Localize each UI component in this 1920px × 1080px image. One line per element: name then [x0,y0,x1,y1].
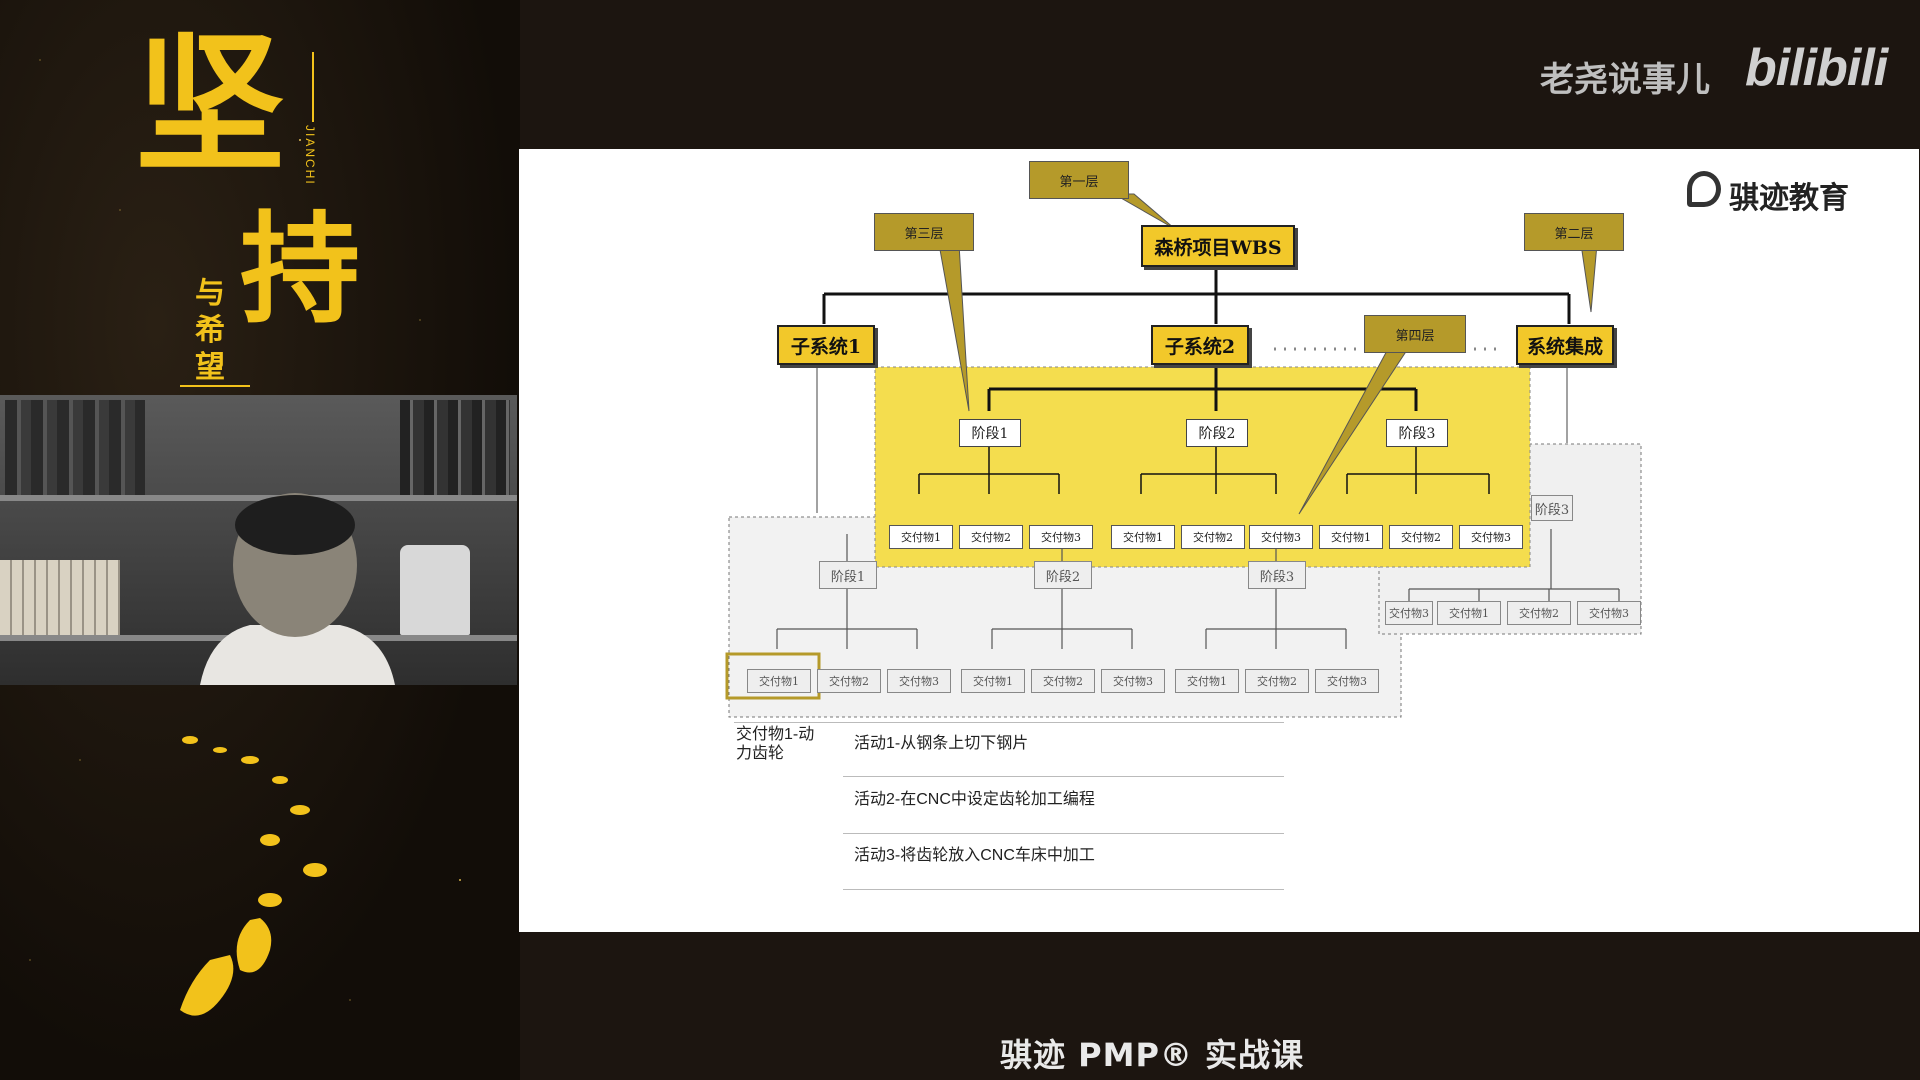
activity-rule-top [734,722,1284,723]
activity-1: 活动1-从钢条上切下钢片 [854,735,1029,752]
bilibili-logo: bilibili [1745,39,1888,97]
calligraphy-wang: 望 [195,350,225,385]
right-stack-deliverable-box: 交付物3 [1577,601,1641,625]
subsystem-1-node: 子系统1 [777,325,875,365]
callout-level2: 第二层 [1524,213,1624,251]
calligraphy-yu: 与 [195,276,225,311]
plant-pot [400,545,470,635]
right-stack-deliverable-box: 交付物1 [1437,601,1501,625]
books-lower-left [0,560,120,635]
deliverable-box: 交付物1 [1111,525,1175,549]
activity-2: 活动2-在CNC中设定齿轮加工编程 [854,791,1095,808]
deliverable-box: 交付物1 [889,525,953,549]
bookshelf-top [0,495,517,501]
channel-watermark: 老尧说事儿 [1540,60,1710,100]
subsystem-2-node: 子系统2 [1151,325,1249,365]
decor-line-right [312,52,314,122]
course-title: 骐迹 PMP® 实战课 [1000,1036,1305,1074]
deliverable-box: 交付物2 [1389,525,1453,549]
deliverable-box: 交付物3 [1459,525,1523,549]
activity-rule [843,833,1284,834]
books-left [5,400,145,495]
deliverable-box: 交付物2 [1181,525,1245,549]
calligraphy-xi: 希 [195,313,225,348]
deliverable-1-title: 交付物1-动力齿轮 [736,726,815,762]
callout-level4: 第四层 [1364,315,1466,353]
calligraphy-char-chi: 持 [240,199,360,340]
back-deliverable-box: 交付物3 [1101,669,1165,693]
right-stack-deliverable-box: 交付物3 [1385,601,1433,625]
footprints-graphic [180,736,327,1016]
back-phase-1-box: 阶段1 [819,561,877,589]
back-deliverable-box: 交付物2 [1031,669,1095,693]
wbs-slide: 骐迹教育 [519,149,1919,932]
left-decor-panel: 坚 持 与 希 望 JIANCHI [0,0,520,1080]
back-deliverable-box: 交付物2 [1245,669,1309,693]
callout-level1: 第一层 [1029,161,1129,199]
activity-rule [843,776,1284,777]
books-right [400,400,510,495]
phase-2-box: 阶段2 [1186,419,1248,447]
decor-line-bottom [180,385,250,387]
system-integration-node: 系统集成 [1516,325,1614,365]
qiji-logo-text: 骐迹教育 [1729,181,1849,216]
callout-level3: 第三层 [874,213,974,251]
wbs-root-node: 森桥项目WBS [1141,225,1295,267]
back-deliverable-box: 交付物1 [961,669,1025,693]
deliverable-box: 交付物3 [1249,525,1313,549]
qiji-logo-icon [1687,171,1721,207]
back-deliverable-box: 交付物1 [1175,669,1239,693]
deliverable-box: 交付物3 [1029,525,1093,549]
phase-1-box: 阶段1 [959,419,1021,447]
back-deliverable-box: 交付物3 [887,669,951,693]
presenter-silhouette [200,493,395,685]
webcam-video [0,395,517,685]
back-deliverable-box: 交付物2 [817,669,881,693]
deliverable-box: 交付物2 [959,525,1023,549]
right-stack-phase-box: 阶段3 [1531,495,1573,521]
calligraphy-char-jian: 坚 [135,17,286,193]
pinyin-label: JIANCHI [303,125,317,186]
activity-3: 活动3-将齿轮放入CNC车床中加工 [854,847,1095,864]
right-stack-deliverable-box: 交付物2 [1507,601,1571,625]
back-deliverable-box: 交付物1 [747,669,811,693]
back-phase-3-box: 阶段3 [1248,561,1306,589]
activity-rule-bottom [843,889,1284,890]
deliverable-box: 交付物1 [1319,525,1383,549]
back-deliverable-box: 交付物3 [1315,669,1379,693]
back-phase-2-box: 阶段2 [1034,561,1092,589]
phase-3-box: 阶段3 [1386,419,1448,447]
